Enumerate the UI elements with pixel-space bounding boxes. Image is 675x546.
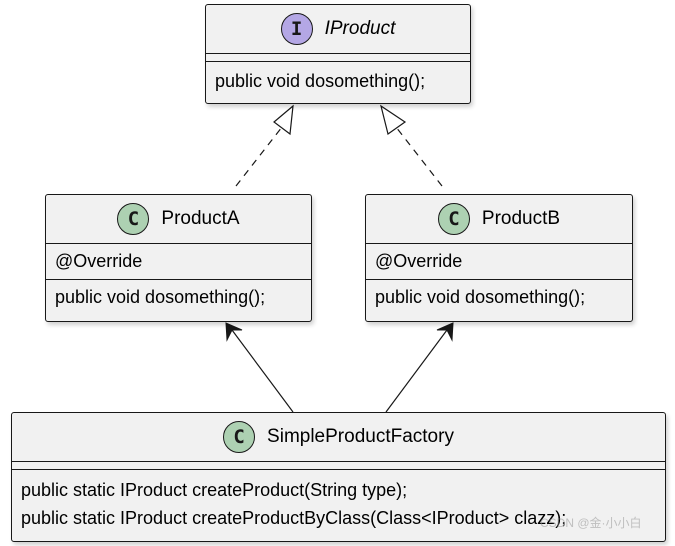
fields-section xyxy=(12,462,665,470)
class-header: C ProductB xyxy=(366,195,632,244)
class-product-b[interactable]: C ProductB @Override public void dosomet… xyxy=(365,194,633,322)
methods-section: public void dosomething(); xyxy=(206,62,470,95)
dependency-arrowhead-product-a xyxy=(225,322,243,342)
interface-badge: I xyxy=(280,13,313,45)
methods-section: public void dosomething(); xyxy=(366,280,632,311)
class-product-a[interactable]: C ProductA @Override public void dosomet… xyxy=(45,194,312,322)
field-row: @Override xyxy=(55,251,143,271)
dependency-line-product-a xyxy=(231,329,294,413)
class-header: I IProduct xyxy=(206,5,470,54)
field-row: @Override xyxy=(375,251,463,271)
class-name: IProduct xyxy=(324,18,396,39)
fields-section: @Override xyxy=(366,244,632,280)
methods-section: public static IProduct createProduct(Str… xyxy=(12,470,665,532)
realization-line-product-a xyxy=(235,126,283,187)
class-header: C SimpleProductFactory xyxy=(12,413,665,462)
dependency-line-product-b xyxy=(385,329,448,413)
watermark: CSDN @金·小小白 xyxy=(540,516,642,530)
class-name: SimpleProductFactory xyxy=(267,426,454,447)
methods-section: public void dosomething(); xyxy=(46,280,311,311)
realization-arrowhead-product-a xyxy=(273,104,294,136)
realization-line-product-b xyxy=(395,126,443,187)
class-badge: C xyxy=(223,421,256,453)
fields-section: @Override xyxy=(46,244,311,280)
method-row: public void dosomething(); xyxy=(55,287,266,307)
dependency-arrowhead-product-b xyxy=(436,322,454,342)
class-header: C ProductA xyxy=(46,195,311,244)
fields-section xyxy=(206,54,470,62)
method-row: public void dosomething(); xyxy=(375,287,586,307)
class-iproduct[interactable]: I IProduct public void dosomething(); xyxy=(205,4,471,104)
class-badge: C xyxy=(437,203,470,235)
method-row: public void dosomething(); xyxy=(215,71,426,91)
class-simple-product-factory[interactable]: C SimpleProductFactory public static IPr… xyxy=(11,412,666,542)
method-row: public static IProduct createProduct(Str… xyxy=(21,480,408,500)
class-badge: C xyxy=(117,203,150,235)
method-row: public static IProduct createProductByCl… xyxy=(21,508,567,528)
class-name: ProductB xyxy=(481,208,561,229)
realization-arrowhead-product-b xyxy=(380,104,407,135)
class-name: ProductA xyxy=(161,208,240,229)
